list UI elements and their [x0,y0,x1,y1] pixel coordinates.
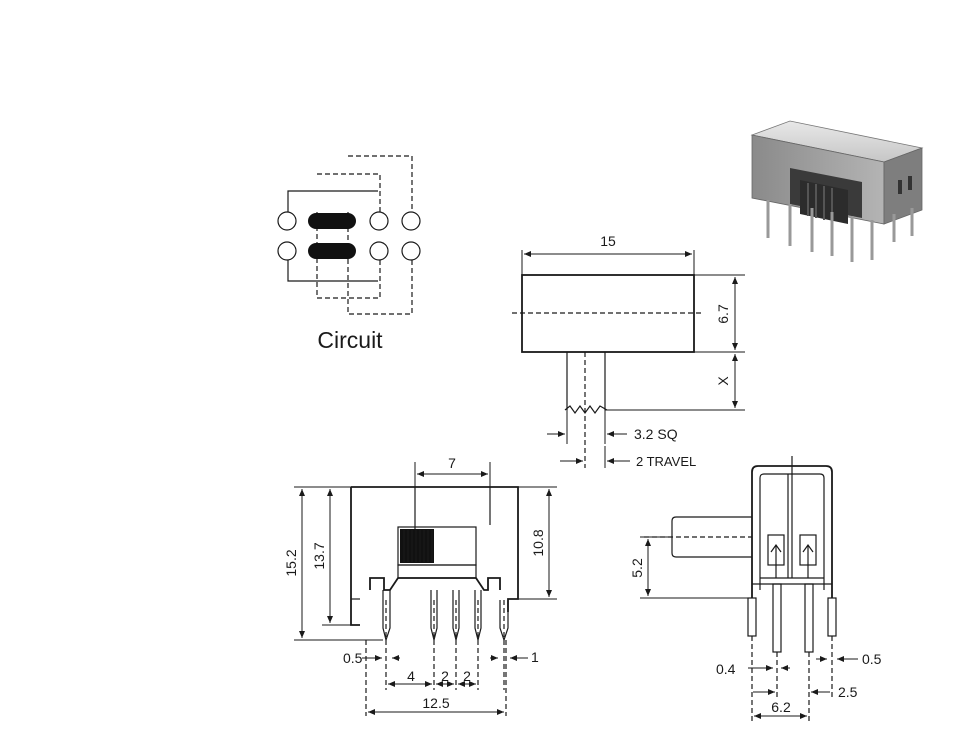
dim-front-pitch: 7 [448,455,456,471]
contact-circle [369,211,389,231]
circuit-contacts [277,211,421,261]
dim-front-spacing-2a: 2 [441,668,449,684]
dim-actuator-extension: X [715,376,731,386]
dim-front-pin-width: 0.5 [343,650,363,666]
dim-front-spacing-2b: 2 [463,668,471,684]
contact-circle [277,241,297,261]
slide-switch-photo [750,120,924,262]
circuit-label: Circuit [317,327,383,353]
contact-circle [277,211,297,231]
dim-travel: 2 TRAVEL [636,454,696,469]
knob-ribs [403,530,433,562]
dim-front-spacing-4: 4 [407,668,415,684]
contact-bar [308,243,356,259]
dim-front-height-right: 10.8 [530,529,546,556]
dim-side-actuator-height: 5.2 [629,558,645,578]
dim-side-offset: 2.5 [838,684,858,700]
side-view: 5.2 0.4 0.5 2.5 [629,456,882,724]
contact-bar [308,213,356,229]
dim-front-width-total: 12.5 [422,695,449,711]
top-view: 15 6.7 X 3.2 SQ 2 TRAVEL [512,233,745,469]
circuit-diagram: Circuit [277,155,421,353]
dim-side-width: 6.2 [771,699,791,715]
dim-side-pin-right: 0.5 [862,651,882,667]
dim-front-height-body: 13.7 [311,542,327,569]
dim-front-height-total: 15.2 [283,549,299,576]
circuit-dashed-frames [287,155,413,315]
front-view: 7 15.2 [283,455,557,716]
contact-circle [369,241,389,261]
dim-actuator-size: 3.2 SQ [634,426,678,442]
dim-front-pin-right: 1 [531,649,539,665]
dim-top-height: 6.7 [715,304,731,324]
contact-circle [401,241,421,261]
dim-top-width: 15 [600,233,616,249]
contact-circle [401,211,421,231]
dim-side-pin-left: 0.4 [716,661,736,677]
